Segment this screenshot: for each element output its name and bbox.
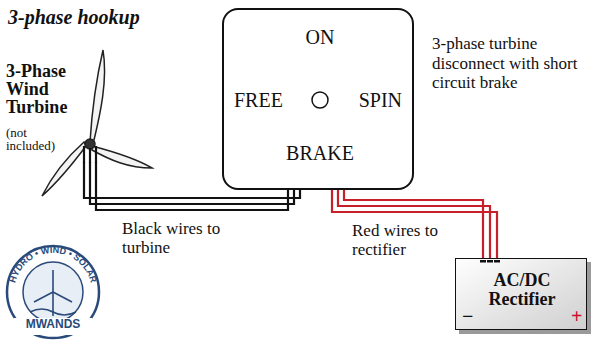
switch-position: FREE (234, 89, 283, 111)
svg-text:HYDRO • WIND • SOLAR: HYDRO • WIND • SOLAR (7, 245, 99, 284)
switch-position: BRAKE (286, 142, 354, 164)
rotary-knob (308, 88, 332, 112)
switch-position: ON (306, 26, 335, 48)
description-note: 3-phase turbine disconnect with short ci… (432, 34, 590, 93)
disconnect-switch: ON FREE SPIN BRAKE (222, 8, 414, 190)
terminal-mark (487, 260, 493, 263)
polarity-sign: − (462, 305, 473, 327)
terminal-mark (480, 260, 486, 263)
logo-band (14, 318, 92, 335)
knob-circle (312, 92, 328, 108)
rectifier-body (455, 258, 587, 330)
wire-label: Red wires to rectifier (352, 222, 464, 259)
rectifier-label: AC/DC Rectifier (480, 271, 564, 309)
turbine-hub (85, 139, 95, 149)
logo-arc-text: HYDRO • WIND • SOLAR (7, 245, 99, 284)
logo-inner (23, 262, 83, 322)
turbine-blade (90, 50, 105, 142)
turbine-note: (not included) (6, 126, 68, 152)
terminal-mark (494, 260, 500, 263)
polarity-sign: + (571, 305, 582, 327)
three-wire-cable (332, 190, 500, 263)
wire-label: Black wires to turbine (122, 220, 232, 257)
turbine-blade (92, 146, 152, 168)
turbine-group: 3-Phase Wind Turbine (not included) (2, 62, 142, 162)
switch-position: SPIN (359, 89, 402, 111)
turbine-label: 3-Phase Wind Turbine (6, 62, 80, 116)
logo-brand: MWANDS (18, 318, 88, 331)
wire-stub (84, 146, 96, 163)
logo-symbol (30, 270, 76, 316)
diagram-title: 3-phase hookup (8, 6, 140, 28)
rectifier-box: AC/DC Rectifier (455, 258, 587, 330)
